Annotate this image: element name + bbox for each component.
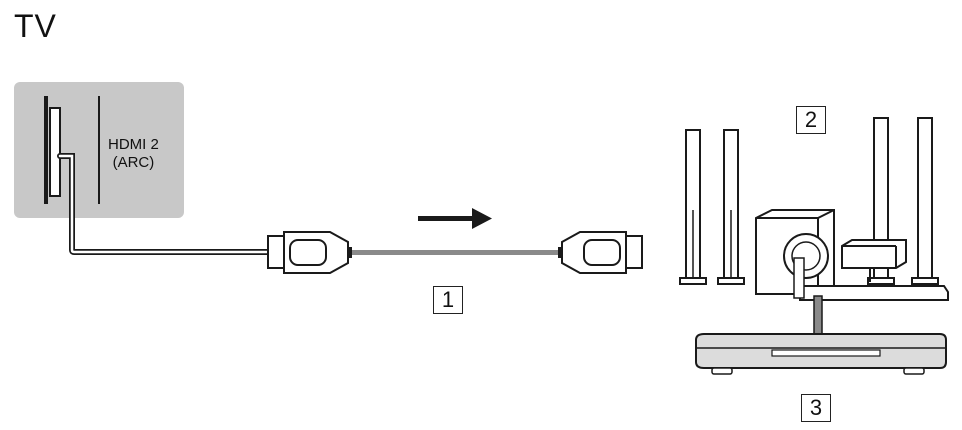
tower-speaker-icon — [867, 117, 895, 285]
tower-speaker-icon — [911, 117, 939, 285]
center-speaker-icon — [841, 239, 907, 282]
callout-speakers: 2 — [796, 106, 826, 134]
receiver-icon — [695, 333, 947, 375]
speaker-system — [679, 117, 949, 337]
tower-speaker-icon — [679, 129, 707, 285]
hdmi-cable — [267, 231, 643, 274]
callout-receiver: 3 — [801, 394, 831, 422]
port-label-line2: (ARC) — [112, 154, 155, 171]
hdmi-plug-icon — [267, 231, 352, 274]
hdmi-plug-icon — [558, 231, 643, 274]
tv-panel — [14, 82, 271, 255]
hdmi-port-label: HDMI 2 (ARC) — [108, 136, 159, 172]
tv-title: TV — [14, 8, 57, 44]
callout-cable: 1 — [433, 286, 463, 314]
tower-speaker-icon — [717, 129, 745, 285]
port-label-line1: HDMI 2 — [108, 136, 159, 153]
arrow-right-icon — [418, 208, 492, 229]
